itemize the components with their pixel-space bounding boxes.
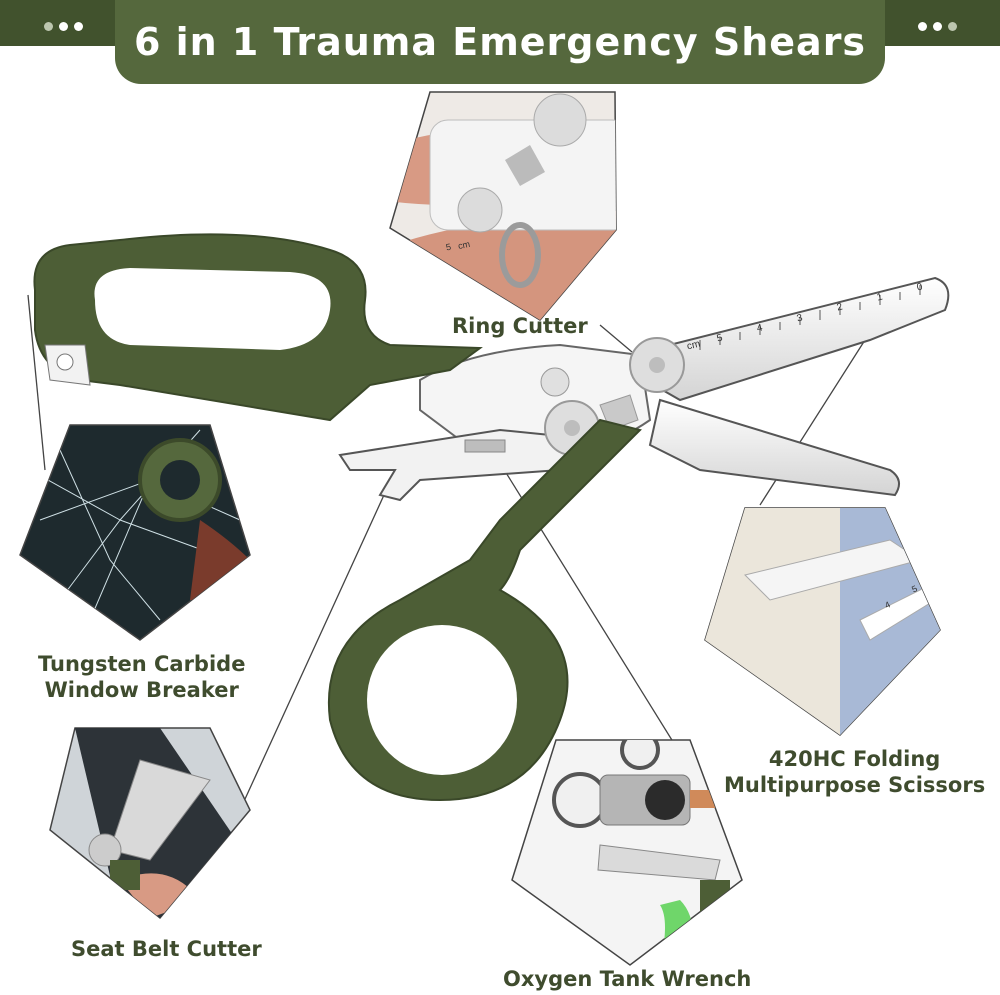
label-ring-cutter: Ring Cutter [452,313,588,339]
banner: 6 in 1 Trauma Emergency Shears [115,0,885,84]
label-window-breaker-line2: Window Breaker [44,678,239,702]
label-window-breaker-line1: Tungsten Carbide [38,652,246,676]
label-scissors: 420HC Folding Multipurpose Scissors [724,746,985,798]
banner-dots-left [44,22,83,31]
banner-title: 6 in 1 Trauma Emergency Shears [133,20,867,64]
label-oxygen-tank-wrench-text: Oxygen Tank Wrench [503,967,752,991]
banner-dots-right [918,22,957,31]
seat-belt-inset [49,727,251,920]
top-handle [33,233,483,422]
ring-cutter-inset [389,91,617,321]
label-oxygen-tank-wrench: Oxygen Tank Wrench [503,966,751,992]
label-window-breaker: Tungsten Carbide Window Breaker [38,651,245,703]
bottom-handle [327,418,642,802]
label-ring-cutter-text: Ring Cutter [452,314,588,338]
label-scissors-line2: Multipurpose Scissors [724,773,986,797]
lower-blade [648,398,900,497]
label-scissors-line1: 420HC Folding [768,747,941,771]
oxygen-tank-inset [511,739,743,966]
scissors-inset [704,507,941,736]
label-seat-belt-cutter: Seat Belt Cutter [71,936,262,962]
upper-blade-ruler [607,276,950,402]
label-seat-belt-cutter-text: Seat Belt Cutter [71,937,262,961]
window-breaker-inset [19,424,251,641]
